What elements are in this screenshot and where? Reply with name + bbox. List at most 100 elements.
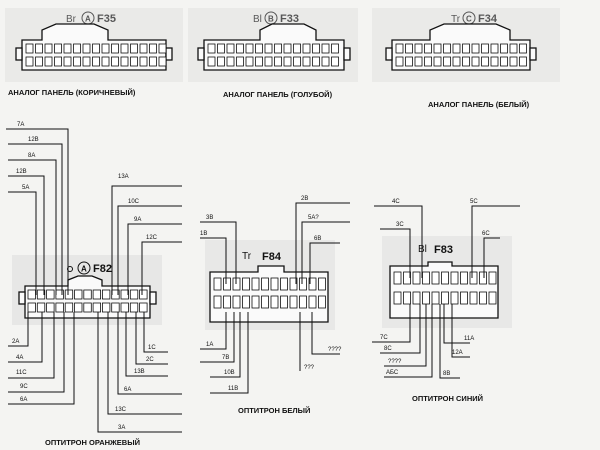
pin-cavity [403, 291, 411, 305]
pin-cavity [424, 56, 432, 67]
pin-cavity [412, 291, 421, 305]
pin-cavity [83, 289, 92, 300]
pin-cavity [321, 43, 330, 54]
pin-label: 13A [118, 174, 129, 180]
pin-cavity [54, 56, 62, 67]
pin-label: 9C [20, 384, 28, 390]
pin-cavity [452, 43, 461, 54]
pin-label: 5C [470, 199, 478, 205]
pin-cavity [469, 291, 478, 305]
pin-label: 4A [16, 355, 23, 361]
pin-cavity [25, 43, 34, 54]
connector-caption: АНАЛОГ ПАНЕЛЬ (КОРИЧНЕВЫЙ) [8, 88, 136, 97]
pin-label: 3B [206, 215, 213, 221]
pin-cavity [283, 56, 292, 67]
pin-label: 6A [20, 397, 27, 403]
connector-prefix: Tr [451, 14, 461, 25]
pin-cavity [120, 43, 129, 54]
pin-cavity [264, 43, 273, 54]
pin-cavity [46, 289, 55, 300]
pin-cavity [450, 271, 459, 285]
pin-cavity [213, 277, 222, 291]
pin-cavity [92, 56, 100, 67]
pin-label: 2C [146, 357, 154, 363]
connector-code: F84 [262, 251, 282, 263]
pin-cavity [111, 43, 119, 54]
pin-cavity [120, 302, 129, 313]
pin-cavity [412, 271, 421, 285]
connector-caption: ОПТИТРОН ОРАНЖЕВЫЙ [45, 438, 140, 447]
pin-cavity [129, 289, 139, 300]
pin-cavity [405, 43, 413, 54]
pin-cavity [393, 271, 402, 285]
pin-cavity [462, 56, 470, 67]
pin-cavity [255, 43, 263, 54]
pin-label: ???? [388, 359, 402, 365]
pin-cavity [217, 56, 225, 67]
pin-cavity [101, 43, 110, 54]
pin-cavity [414, 56, 423, 67]
pin-cavity [27, 302, 36, 313]
pin-cavity [207, 43, 216, 54]
connector-caption: ОПТИТРОН БЕЛЫЙ [238, 406, 310, 415]
pin-label: 10B [224, 370, 235, 376]
connector-prefix: Bl [253, 14, 262, 25]
pin-label: 13C [115, 407, 127, 413]
pin-label: 6C [482, 231, 490, 237]
pin-cavity [490, 56, 499, 67]
pin-label: 8A [28, 153, 35, 159]
pin-label: 3A [118, 425, 125, 431]
pin-label: 12C [146, 235, 158, 241]
pin-cavity [519, 56, 527, 67]
wires-white [200, 202, 350, 394]
pin-cavity [481, 43, 489, 54]
pin-cavity [479, 291, 487, 305]
pin-cavity [441, 271, 449, 285]
connector-letter: B [268, 15, 274, 24]
pin-cavity [280, 277, 288, 291]
top-connector-white: Tr C F34 АНАЛОГ ПАНЕЛЬ (БЕЛЫЙ) [372, 8, 560, 109]
pin-cavity [431, 271, 440, 285]
pin-cavity [471, 56, 480, 67]
pin-cavity [488, 291, 497, 305]
pin-cavity [44, 56, 53, 67]
pin-cavity [217, 43, 225, 54]
pin-cavity [481, 56, 489, 67]
pin-cavity [293, 43, 301, 54]
pin-cavity [405, 56, 413, 67]
pin-cavity [226, 56, 235, 67]
pin-cavity [441, 291, 449, 305]
pin-cavity [479, 271, 487, 285]
pin-cavity [414, 43, 423, 54]
pin-cavity [395, 43, 404, 54]
pin-label: 11A [464, 336, 474, 342]
pin-cavity [312, 43, 320, 54]
pin-label: ???? [328, 347, 342, 353]
pin-cavity [139, 56, 148, 67]
pin-cavity [27, 289, 36, 300]
pin-cavity [261, 277, 269, 291]
pin-cavity [433, 43, 442, 54]
pin-cavity [469, 271, 478, 285]
pin-cavity [519, 43, 527, 54]
pin-label: 9A [134, 217, 141, 223]
optitron-blue: Bl F83 ОПТИТРОН СИНИЙ [382, 236, 512, 403]
connector-code: F35 [97, 13, 116, 25]
pin-cavity [302, 43, 311, 54]
pin-cavity [318, 277, 326, 291]
connector-code: F34 [478, 13, 498, 25]
pin-cavity [452, 56, 461, 67]
connector-letter: A [81, 265, 87, 274]
pin-cavity [462, 43, 470, 54]
pin-cavity [64, 302, 74, 313]
pin-cavity [270, 277, 279, 291]
pin-cavity [63, 56, 72, 67]
pin-cavity [395, 56, 404, 67]
pin-cavity [289, 295, 298, 309]
pin-cavity [54, 43, 62, 54]
wires-orange [6, 128, 182, 433]
pin-cavity [64, 289, 74, 300]
pin-cavity [450, 291, 459, 305]
pin-cavity [488, 271, 497, 285]
pin-cavity [422, 271, 430, 285]
